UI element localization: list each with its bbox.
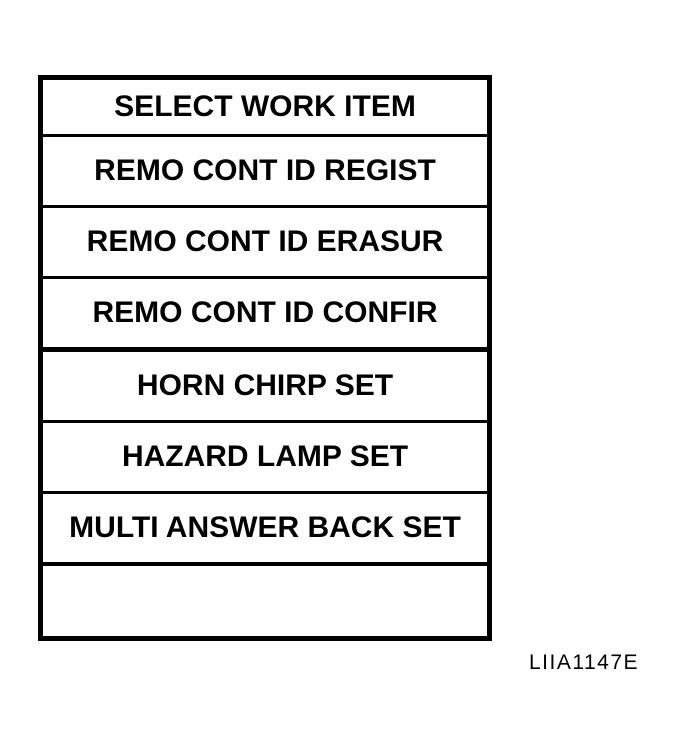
menu-empty-row [43,566,487,636]
menu-item-remo-cont-id-erasur[interactable]: REMO CONT ID ERASUR [43,208,487,279]
menu-item-remo-cont-id-regist[interactable]: REMO CONT ID REGIST [43,137,487,208]
figure-code: LIIA1147E [529,651,640,674]
menu-title: SELECT WORK ITEM [43,80,487,137]
menu-item-multi-answer-back-set[interactable]: MULTI ANSWER BACK SET [43,494,487,566]
menu-item-hazard-lamp-set[interactable]: HAZARD LAMP SET [43,423,487,494]
select-work-item-menu: SELECT WORK ITEM REMO CONT ID REGIST REM… [38,75,492,641]
menu-item-remo-cont-id-confir[interactable]: REMO CONT ID CONFIR [43,279,487,352]
menu-item-horn-chirp-set[interactable]: HORN CHIRP SET [43,352,487,423]
